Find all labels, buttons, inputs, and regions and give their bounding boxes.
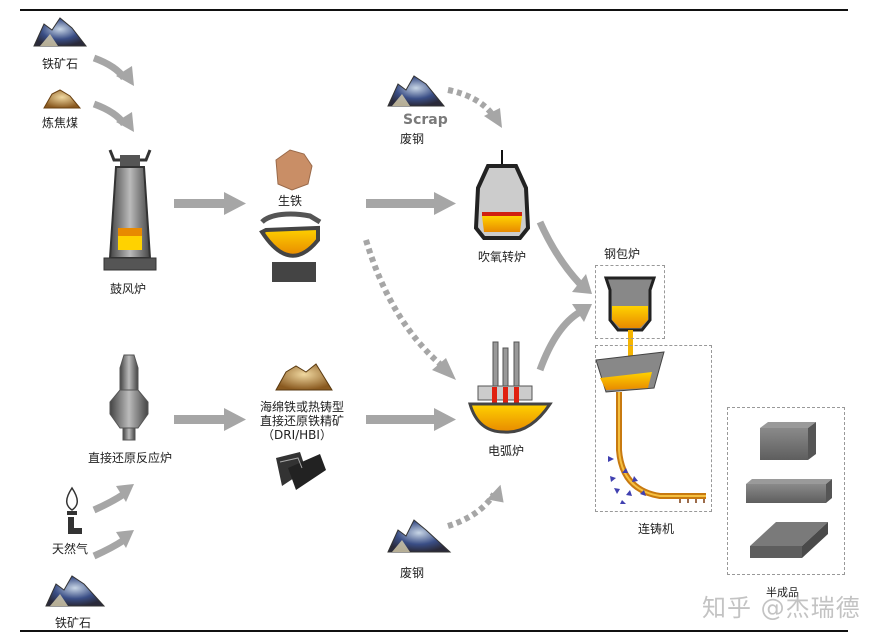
caster-box [595, 345, 712, 512]
top-rule [20, 9, 848, 11]
label-ladle-furnace: 钢包炉 [604, 247, 641, 261]
label-continuous-caster: 连铸机 [638, 522, 675, 536]
scrap-icon-top [387, 75, 446, 107]
continuous-caster-icon [595, 351, 706, 504]
label-iron-ore-top: 铁矿石 [42, 57, 79, 71]
scrap-icon-bottom [387, 519, 452, 553]
semi-finished-box [727, 407, 845, 575]
label-blast-furnace: 鼓风炉 [110, 282, 147, 296]
label-natural-gas: 天然气 [52, 542, 89, 556]
blast-furnace-icon [103, 149, 157, 271]
watermark: 知乎 @杰瑞德 [702, 594, 861, 622]
arrow-pig-iron-to-bof [366, 192, 456, 215]
label-scrap-top: 废钢 [400, 132, 425, 146]
iron-ore-icon-bottom [45, 575, 106, 607]
label-semi-finished: 半成品 [766, 586, 799, 599]
dotted-arrow-pig-iron-to-eaf [363, 239, 442, 367]
label-dri-line2: 直接还原铁精矿 [260, 414, 345, 428]
solid-arrows [174, 192, 456, 431]
dri-pile-icon [275, 363, 333, 391]
bottom-rule [20, 630, 848, 632]
label-dri-line1: 海绵铁或热铸型 [260, 400, 345, 414]
bof-converter-icon [473, 150, 531, 240]
label-iron-ore-bottom: 铁矿石 [55, 616, 92, 630]
curved-arrowheads [116, 66, 592, 548]
dotted-arrows [363, 87, 497, 529]
arrow-dr-to-dri [174, 408, 246, 431]
ladle-furnace-icon [603, 276, 657, 366]
slab-block-icon [750, 522, 828, 558]
eaf-icon [468, 341, 553, 434]
pig-iron-icon [275, 149, 313, 191]
direct-reduction-reactor-icon [109, 354, 149, 441]
label-scrap-bottom: 废钢 [400, 566, 425, 580]
label-scrap-en: Scrap [403, 112, 448, 128]
arrow-dri-to-eaf [366, 408, 456, 431]
natural-gas-icon [66, 486, 82, 534]
iron-ore-icon-top [33, 17, 88, 47]
hbi-briquette-icon [276, 452, 326, 490]
dotted-arrow-scrap-to-eaf [447, 492, 497, 529]
arrow-bof-to-ladle [536, 220, 583, 287]
arrow-gas-to-dr [92, 491, 126, 514]
hot-metal-ladle-icon [259, 211, 322, 282]
arrow-ore-to-dr [92, 537, 126, 560]
label-eaf: 电弧炉 [488, 444, 525, 458]
ladle-furnace-box [595, 265, 665, 339]
arrow-eaf-to-ladle [536, 308, 582, 372]
billet-block-icon [746, 479, 832, 503]
bloom-block-icon [760, 422, 816, 460]
arrow-bf-to-pig-iron [174, 192, 246, 215]
label-direct-reduction: 直接还原反应炉 [88, 451, 173, 465]
label-coking-coal: 炼焦煤 [42, 116, 79, 130]
label-pig-iron: 生铁 [278, 194, 303, 208]
label-dri-line3: （DRI/HBI） [262, 428, 332, 442]
curved-arrows [92, 54, 583, 560]
dotted-arrow-scrap-to-bof [447, 87, 495, 116]
coking-coal-icon [43, 89, 82, 109]
label-bof: 吹氧转炉 [478, 250, 527, 264]
